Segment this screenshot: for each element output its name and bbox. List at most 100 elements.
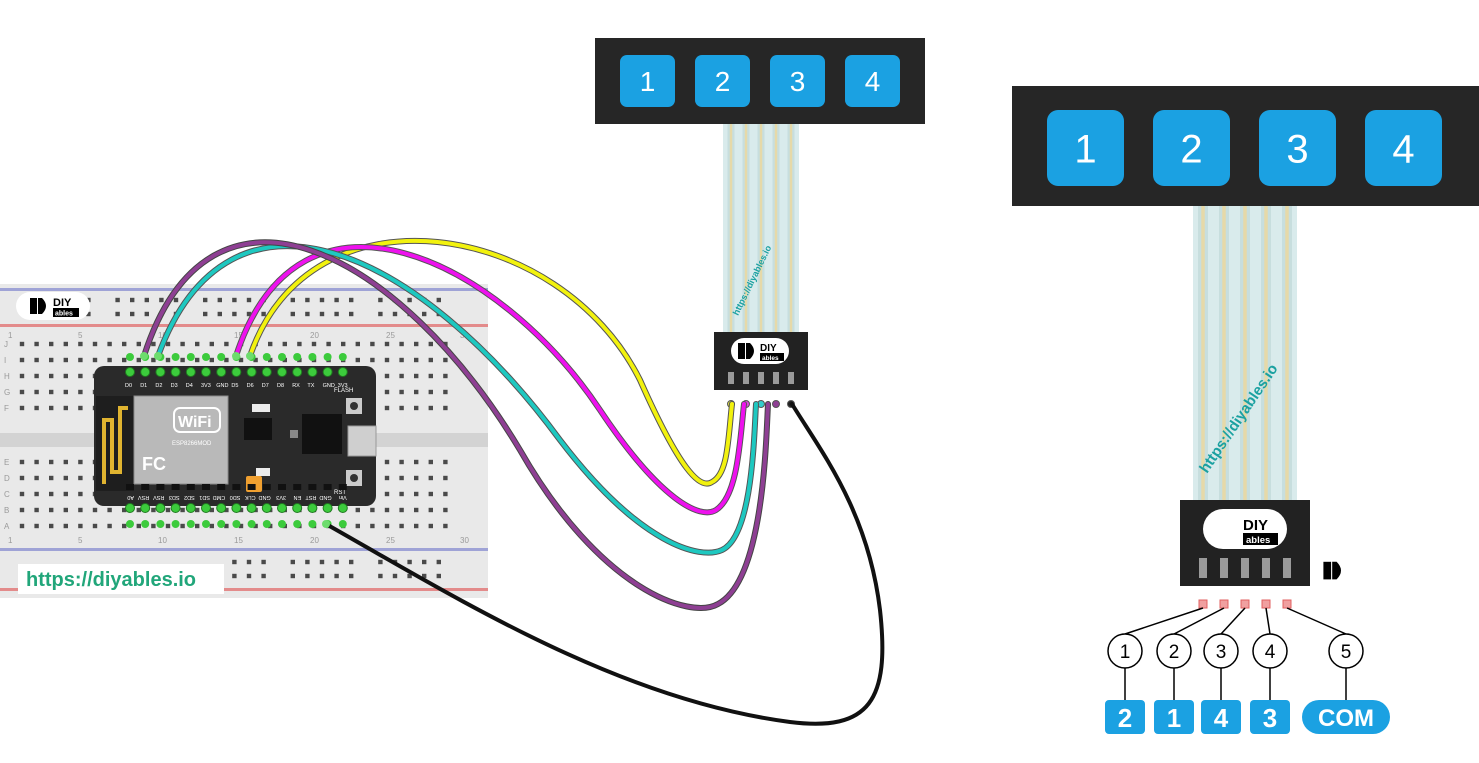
pin-number-circle	[1252, 633, 1288, 669]
rail-hole	[290, 559, 295, 565]
connector-small-logo-bottom: ables	[762, 355, 779, 362]
header-block	[171, 484, 180, 490]
column-number: 15	[234, 331, 243, 340]
breadboard-hole	[384, 523, 390, 529]
breadboard-hole	[224, 357, 229, 363]
breadboard-hole	[49, 523, 54, 529]
usb-chip	[302, 414, 342, 454]
breadboard-hole	[49, 341, 54, 347]
breadboard-hole	[63, 459, 68, 465]
top-pin	[201, 367, 211, 377]
url-label: https://diyables.io	[26, 569, 196, 591]
connector-pad	[1219, 599, 1229, 609]
breadboard-hole	[63, 523, 68, 529]
rail-hole	[115, 311, 120, 317]
breadboard-hole	[34, 523, 39, 529]
rail-hole	[334, 573, 339, 579]
row-letter: J	[4, 340, 8, 349]
top-pin-label: GND	[216, 383, 228, 389]
antenna-trace	[102, 406, 128, 484]
bottom-pin	[155, 503, 166, 513]
pinout-legs	[1124, 607, 1347, 700]
rail-hole	[422, 573, 427, 579]
breadboard-hole	[63, 389, 68, 395]
rail-hole	[436, 297, 441, 303]
pin-leg	[1220, 607, 1246, 635]
key-label: 2	[1180, 127, 1202, 171]
top-pin	[155, 367, 166, 377]
breadboard-hole	[122, 357, 127, 363]
top-pin	[125, 367, 135, 377]
rail-hole	[436, 559, 441, 565]
breadboard-hole	[136, 357, 141, 363]
pin-function-key-2	[1105, 700, 1145, 734]
breadboard-hole	[107, 507, 112, 513]
breadboard-hole	[63, 475, 68, 481]
key-3	[1259, 110, 1336, 186]
top-pin	[140, 367, 151, 377]
bottom-pin-label: A0	[127, 494, 134, 500]
rail-hole	[422, 559, 427, 565]
rail-hole	[217, 297, 222, 303]
rail-hole	[378, 559, 383, 565]
breadboard-hole	[136, 341, 141, 347]
breadboard-hole	[165, 523, 171, 529]
rail-hole	[232, 311, 237, 317]
key-label: 3	[1286, 127, 1308, 171]
pin-number-circle	[1328, 633, 1364, 669]
bottom-pin	[216, 503, 227, 513]
connector-pad	[1240, 599, 1250, 609]
breadboard-hole	[63, 373, 68, 379]
breadboard-hole	[49, 507, 54, 513]
rail-hole	[349, 573, 354, 579]
column-number: 1	[8, 331, 13, 340]
column-number: 30	[460, 536, 469, 545]
breadboard-hole	[384, 491, 390, 497]
breadboard-hole	[384, 341, 390, 347]
wifi-text: WiFi	[178, 414, 212, 431]
pin-number-circle	[1107, 633, 1143, 669]
breadboard-hole	[428, 459, 433, 465]
breadboard-hole	[122, 507, 127, 513]
connector-slot	[773, 372, 779, 384]
breadboard-pin-bottom	[338, 520, 347, 528]
rail-hole	[232, 559, 237, 565]
connector-pad	[1282, 599, 1292, 609]
breadboard-hole	[399, 357, 404, 363]
pin-leg	[1173, 607, 1225, 635]
breadboard-hole	[238, 523, 244, 529]
bottom-pin-label: 3V3	[276, 494, 286, 500]
breadboard-hole	[370, 507, 375, 513]
breadboard-hole	[399, 341, 404, 347]
breadboard-hole	[443, 475, 448, 481]
logo-text-bottom: ables	[55, 311, 73, 318]
pin-function-com	[1302, 700, 1390, 734]
breadboard-hole	[384, 373, 390, 379]
rail-hole	[144, 297, 149, 303]
breadboard-hole	[92, 341, 98, 347]
connector-large-slots	[1198, 558, 1292, 609]
rail-hole	[349, 559, 354, 565]
key-2	[1153, 110, 1230, 186]
breadboard-hole	[49, 357, 54, 363]
breadboard-hole	[428, 491, 433, 497]
breadboard-hole	[355, 357, 360, 363]
row-letter: A	[4, 522, 10, 531]
breadboard-hole	[34, 405, 39, 411]
bottom-pin-label: SD1	[199, 494, 210, 500]
rst-label: RST	[334, 490, 346, 496]
rail-hole	[203, 311, 208, 317]
rail-hole	[217, 311, 222, 317]
top-pin	[185, 367, 196, 377]
connector-slot	[1262, 558, 1270, 578]
rail-hole	[261, 573, 266, 579]
bottom-pin-label: Vin	[339, 494, 347, 500]
row-letter: I	[4, 356, 6, 365]
breadboard-pin-top	[202, 353, 210, 361]
top-pin	[337, 367, 348, 377]
bottom-pin-label: GND	[259, 494, 271, 500]
rail-hole	[378, 311, 383, 317]
breadboard-hole	[209, 507, 214, 513]
breadboard-hole	[311, 341, 317, 347]
breadboard-hole	[443, 491, 448, 497]
